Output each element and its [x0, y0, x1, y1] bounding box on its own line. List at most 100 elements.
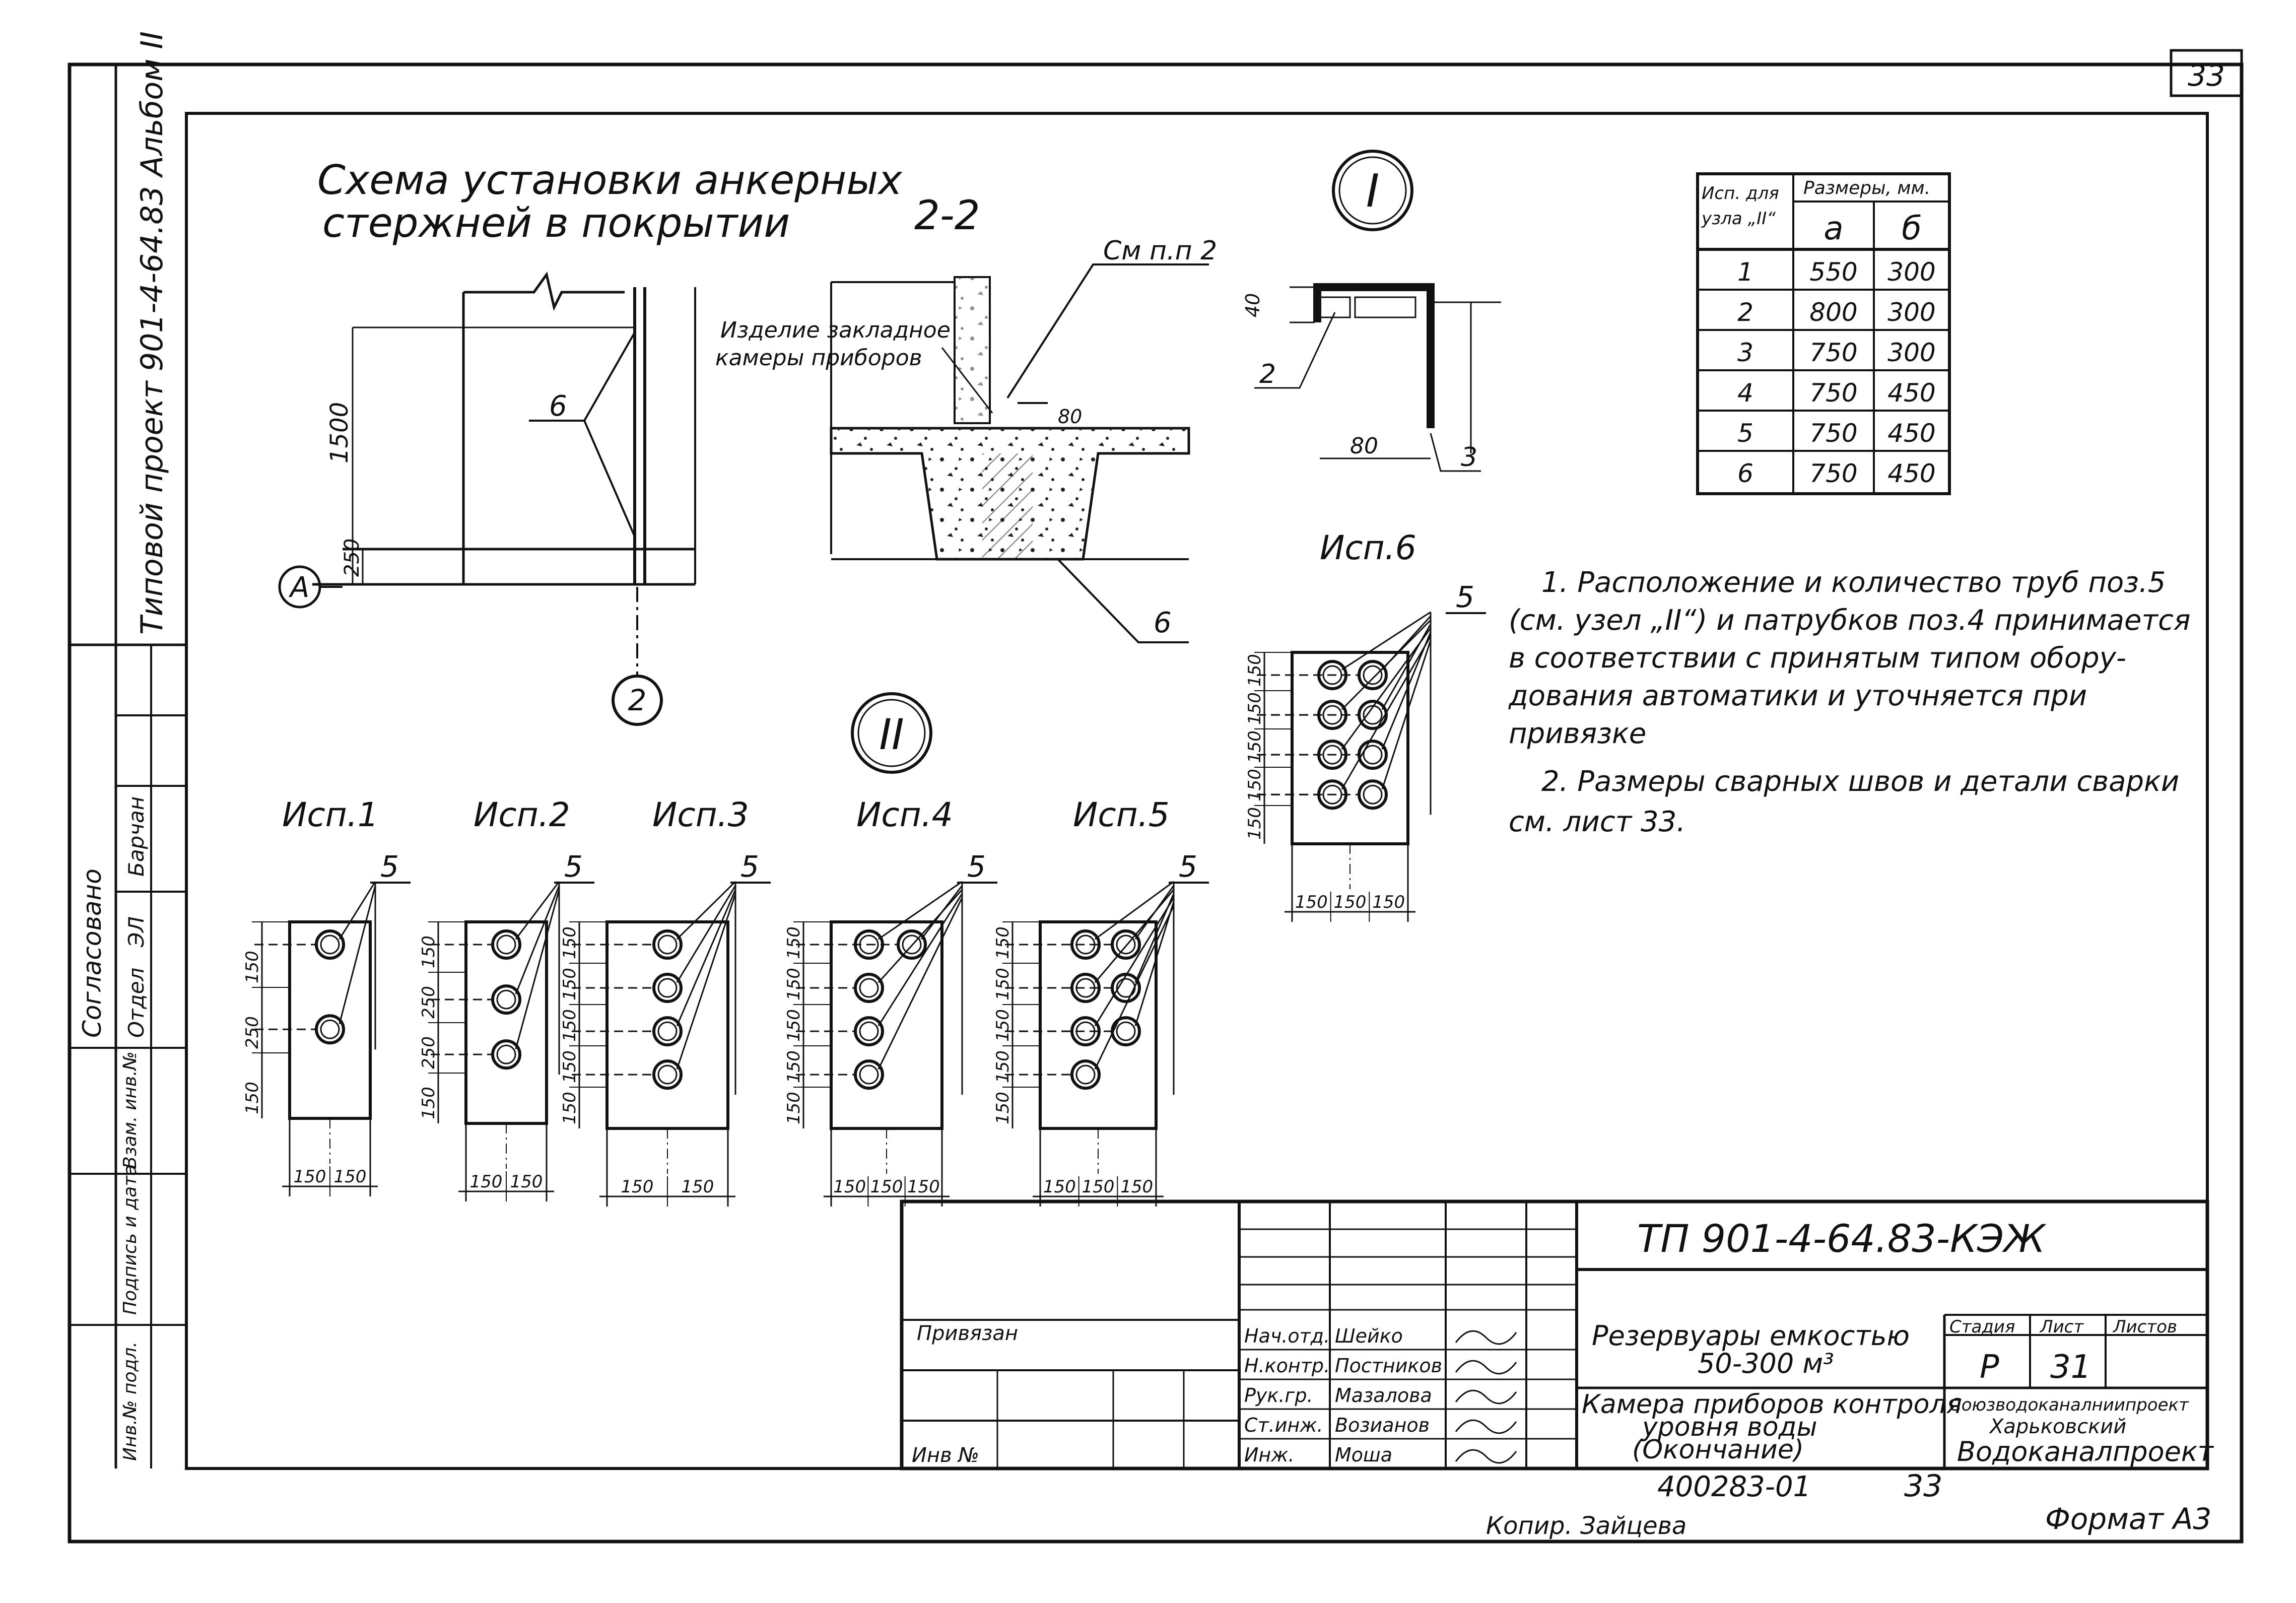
dim-label: 150	[560, 1092, 580, 1124]
orig-inv-label: Инв.№ подл.	[120, 1342, 141, 1461]
table-cell-b: 300	[1887, 338, 1935, 367]
signature-mark	[1455, 1330, 1517, 1345]
section-dim-80: 80	[1058, 406, 1082, 428]
replace-inv-label: Взам. инв.№	[120, 1051, 141, 1169]
table-h-group: Размеры, мм.	[1803, 178, 1930, 198]
table-h-isp-line1: Исп. для	[1702, 183, 1779, 204]
dim-label: 150	[784, 1009, 804, 1042]
table-cell-isp: 1	[1737, 257, 1753, 287]
org-line3: Водоканалпроект	[1957, 1436, 2214, 1467]
node-1-label: I	[1366, 165, 1380, 218]
sheets-header: Листов	[2112, 1317, 2177, 1337]
dim-label: 150	[784, 968, 804, 1000]
object-line1: Резервуары емкостью	[1592, 1320, 1910, 1352]
node1-dim-40: 40	[1242, 293, 1264, 317]
variant-title: Исп.5	[1073, 795, 1170, 834]
role-name: Моша	[1335, 1444, 1392, 1466]
dim-label: 150	[560, 1050, 580, 1083]
object-line2: 50-300 м³	[1698, 1348, 1834, 1379]
dim-label: 150	[1334, 892, 1367, 912]
dim-label: 150	[1245, 807, 1265, 840]
sheet-footer: 400283-01 33 Копир. Зайцева Формат А3	[1486, 1468, 2211, 1540]
section-pos-6: 6	[1154, 607, 1172, 639]
node-2: II	[851, 692, 932, 774]
table-cell-isp: 4	[1737, 378, 1753, 408]
dim-label: 150	[560, 968, 580, 1000]
sheet-header: Лист	[2039, 1317, 2084, 1337]
note1-line1: 1. Расположение и количество труб поз.5	[1541, 566, 2166, 599]
signature-row: Рук.гр.Мазалова	[1244, 1384, 1517, 1407]
dim-label: 150	[907, 1177, 940, 1197]
dim-label: 150	[1295, 892, 1328, 912]
section-title: 2-2	[914, 192, 980, 239]
pipe-hole	[652, 973, 683, 1004]
dim-label: 250	[242, 1016, 262, 1049]
table-cell-b: 450	[1887, 378, 1935, 408]
table-h-a: а	[1824, 210, 1843, 247]
scheme-pos-6: 6	[549, 390, 567, 423]
dim-label: 150	[1372, 892, 1405, 912]
dim-label: 150	[1245, 692, 1265, 725]
role-name: Мазалова	[1335, 1384, 1432, 1407]
table-cell-a: 750	[1809, 378, 1857, 408]
role-name: Возианов	[1335, 1414, 1430, 1436]
dim-label: 150	[833, 1177, 866, 1197]
stage-value: Р	[1980, 1349, 1999, 1386]
table-cell-a: 800	[1809, 298, 1857, 327]
table-cell-a: 550	[1809, 257, 1857, 287]
role-label: Нач.отд.	[1244, 1325, 1330, 1347]
archive-code-num: 33	[1904, 1468, 1942, 1504]
role-name: Шейко	[1335, 1325, 1403, 1347]
pipe-hole	[1070, 1059, 1101, 1090]
name-label: Барчан	[124, 796, 149, 877]
dim-1500: 1500	[325, 402, 354, 463]
sheet-number: 31	[2050, 1349, 2091, 1386]
embed-label-line1: Изделие закладное	[720, 317, 951, 343]
pipe-hole	[1070, 929, 1101, 960]
dim-label: 150	[1120, 1177, 1153, 1197]
table-h-isp-line2: узла „II“	[1701, 209, 1776, 229]
pipe-hole	[1070, 1016, 1101, 1047]
dim-label: 150	[419, 1087, 439, 1119]
signature-mark	[1455, 1389, 1517, 1405]
anchor-scheme: Схема установки анкерных стержней в покр…	[278, 157, 903, 726]
signature-row: Инж.Моша	[1244, 1444, 1517, 1466]
note2-line1: 2. Размеры сварных швов и детали сварки	[1541, 765, 2179, 798]
note2-line2: см. лист 33.	[1509, 806, 1685, 838]
table-row: 4 750 450	[1737, 378, 1936, 408]
table-cell-a: 750	[1809, 419, 1857, 448]
side-label: Типовой проект 901-4-64.83 Альбом II	[134, 31, 170, 635]
anchor-plate	[464, 920, 548, 1125]
table-h-b: б	[1902, 210, 1921, 247]
variant-title: Исп.3	[652, 795, 749, 834]
node1-pos-3: 3	[1461, 442, 1477, 473]
dim-label: 250	[419, 1036, 439, 1069]
dim-label: 250	[419, 986, 439, 1019]
sheet-name-line1: Камера приборов контроля	[1582, 1389, 1962, 1420]
note1-line5: привязке	[1509, 717, 1646, 750]
section-2-2: 2-2 80 См п.п 2 Изделие закладное камеры…	[715, 192, 1217, 643]
dim-label: 150	[510, 1172, 543, 1192]
role-label: Н.контр.	[1244, 1355, 1330, 1377]
node-1: I 40 80 2 3	[1242, 150, 1501, 473]
notes: 1. Расположение и количество труб поз.5 …	[1508, 566, 2191, 838]
dim-label: 150	[784, 1050, 804, 1083]
table-cell-isp: 3	[1737, 338, 1753, 367]
dim-label: 150	[993, 926, 1013, 959]
dim-label: 150	[294, 1167, 326, 1187]
dim-label: 150	[784, 926, 804, 959]
sheet-name-line3: (Окончание)	[1632, 1435, 1804, 1465]
dim-label: 150	[334, 1167, 367, 1187]
table-cell-b: 450	[1887, 419, 1935, 448]
dim-label: 150	[1082, 1177, 1115, 1197]
scheme-title-line1: Схема установки анкерных	[317, 157, 903, 204]
node-2-label: II	[879, 710, 904, 759]
axis-2: 2	[628, 683, 647, 717]
